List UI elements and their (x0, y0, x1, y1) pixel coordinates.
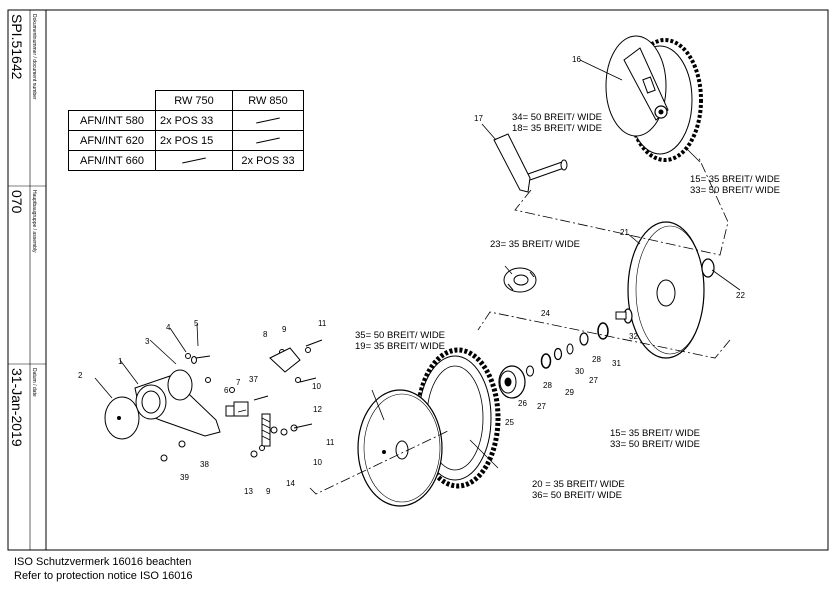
note-15-bottom: 15= 35 BREIT/ WIDE (610, 428, 700, 439)
bracket-17 (493, 133, 568, 193)
callout-29: 29 (565, 388, 574, 397)
assembly-label: Hauptbaugruppe / assembly (31, 190, 37, 253)
table-row: AFN/INT 580 2x POS 33 (68, 110, 304, 131)
callout-12: 12 (313, 405, 322, 414)
note-33-bottom: 33= 50 BREIT/ WIDE (610, 439, 700, 450)
note-20: 20 = 35 BREIT/ WIDE (532, 479, 625, 490)
variant-table: RW 750 RW 850 AFN/INT 580 2x POS 33 AFN/… (68, 90, 304, 171)
callout-7: 7 (236, 378, 241, 387)
upper-wheel-assembly (605, 35, 703, 162)
table-cell-model: AFN/INT 580 (68, 110, 156, 131)
width-notes: 34= 50 BREIT/ WIDE 18= 35 BREIT/ WIDE 15… (355, 112, 780, 501)
table-cell-rw750 (155, 150, 233, 171)
callout-labels: 16 17 21 22 24 32 31 28 30 27 29 28 27 2… (78, 55, 745, 496)
date-value: 31-Jan-2019 (9, 368, 25, 447)
callout-24: 24 (541, 309, 550, 318)
callout-13: 13 (244, 487, 253, 496)
callout-8: 8 (263, 330, 268, 339)
callout-1: 1 (118, 357, 123, 366)
callout-27a: 27 (589, 376, 598, 385)
callout-14: 14 (286, 479, 295, 488)
note-19: 19= 35 BREIT/ WIDE (355, 341, 445, 352)
callout-39: 39 (180, 473, 189, 482)
date-label: Datum / date (31, 368, 37, 397)
callout-28a: 28 (592, 355, 601, 364)
bearing-stack-24 (498, 308, 633, 399)
callout-11a: 11 (318, 319, 327, 328)
callout-25: 25 (505, 418, 514, 427)
table-cell-model: AFN/INT 620 (68, 130, 156, 151)
callout-11b: 11 (326, 438, 335, 447)
protection-notice-de: ISO Schutzvermerk 16016 beachten (14, 556, 192, 568)
callout-17: 17 (474, 114, 483, 123)
callout-10a: 10 (312, 382, 321, 391)
table-cell-rw850 (232, 130, 304, 151)
note-23: 23= 35 BREIT/ WIDE (490, 239, 580, 250)
callout-10b: 10 (313, 458, 322, 467)
callout-16: 16 (572, 55, 581, 64)
callout-31: 31 (612, 359, 621, 368)
table-header-empty (68, 90, 156, 111)
callout-30: 30 (575, 367, 584, 376)
protection-notice-en: Refer to protection notice ISO 16016 (14, 570, 193, 582)
callout-37: 37 (249, 375, 258, 384)
note-34: 34= 50 BREIT/ WIDE (512, 112, 602, 123)
callout-6: 6 (224, 386, 229, 395)
disc-35 (357, 389, 443, 507)
note-36: 36= 50 BREIT/ WIDE (532, 490, 622, 501)
disc-21 (627, 221, 715, 359)
table-row: AFN/INT 660 2x POS 33 (68, 150, 304, 171)
callout-38: 38 (200, 460, 209, 469)
table-cell-rw750: 2x POS 15 (155, 130, 233, 151)
note-33-top: 33= 50 BREIT/ WIDE (690, 185, 780, 196)
callout-22: 22 (736, 291, 745, 300)
alignment-lines (237, 155, 731, 495)
table-header-rw750: RW 750 (155, 90, 233, 111)
table-row: AFN/INT 620 2x POS 15 (68, 130, 304, 151)
drawing-frame (7, 9, 829, 551)
callout-9b: 9 (266, 487, 271, 496)
table-header-rw850: RW 850 (232, 90, 304, 111)
document-number: SPI.51642 (9, 14, 25, 80)
callout-26: 26 (518, 399, 527, 408)
not-applicable-dash (256, 117, 280, 124)
document-number-label: Dokumentnummer / document number (31, 14, 37, 100)
note-35: 35= 50 BREIT/ WIDE (355, 330, 445, 341)
washer-23 (503, 267, 537, 293)
note-15-top: 15= 35 BREIT/ WIDE (690, 174, 780, 185)
callout-21: 21 (620, 228, 629, 237)
callout-27b: 27 (537, 402, 546, 411)
callout-4: 4 (166, 323, 171, 332)
table-cell-model: AFN/INT 660 (68, 150, 156, 171)
note-18: 18= 35 BREIT/ WIDE (512, 123, 602, 134)
table-header-row: RW 750 RW 850 (68, 90, 304, 111)
callout-5: 5 (194, 319, 199, 328)
arm-assembly (104, 339, 323, 462)
callout-28b: 28 (543, 381, 552, 390)
leader-lines (94, 59, 741, 469)
assembly-number: 070 (9, 190, 25, 214)
callout-9a: 9 (282, 325, 287, 334)
not-applicable-dash (182, 157, 206, 164)
table-cell-rw850 (232, 110, 304, 131)
callout-2: 2 (78, 371, 83, 380)
table-cell-rw850: 2x POS 33 (232, 150, 304, 171)
callout-32: 32 (629, 332, 638, 341)
not-applicable-dash (256, 137, 280, 144)
table-cell-rw750: 2x POS 33 (155, 110, 233, 131)
callout-3: 3 (145, 337, 150, 346)
